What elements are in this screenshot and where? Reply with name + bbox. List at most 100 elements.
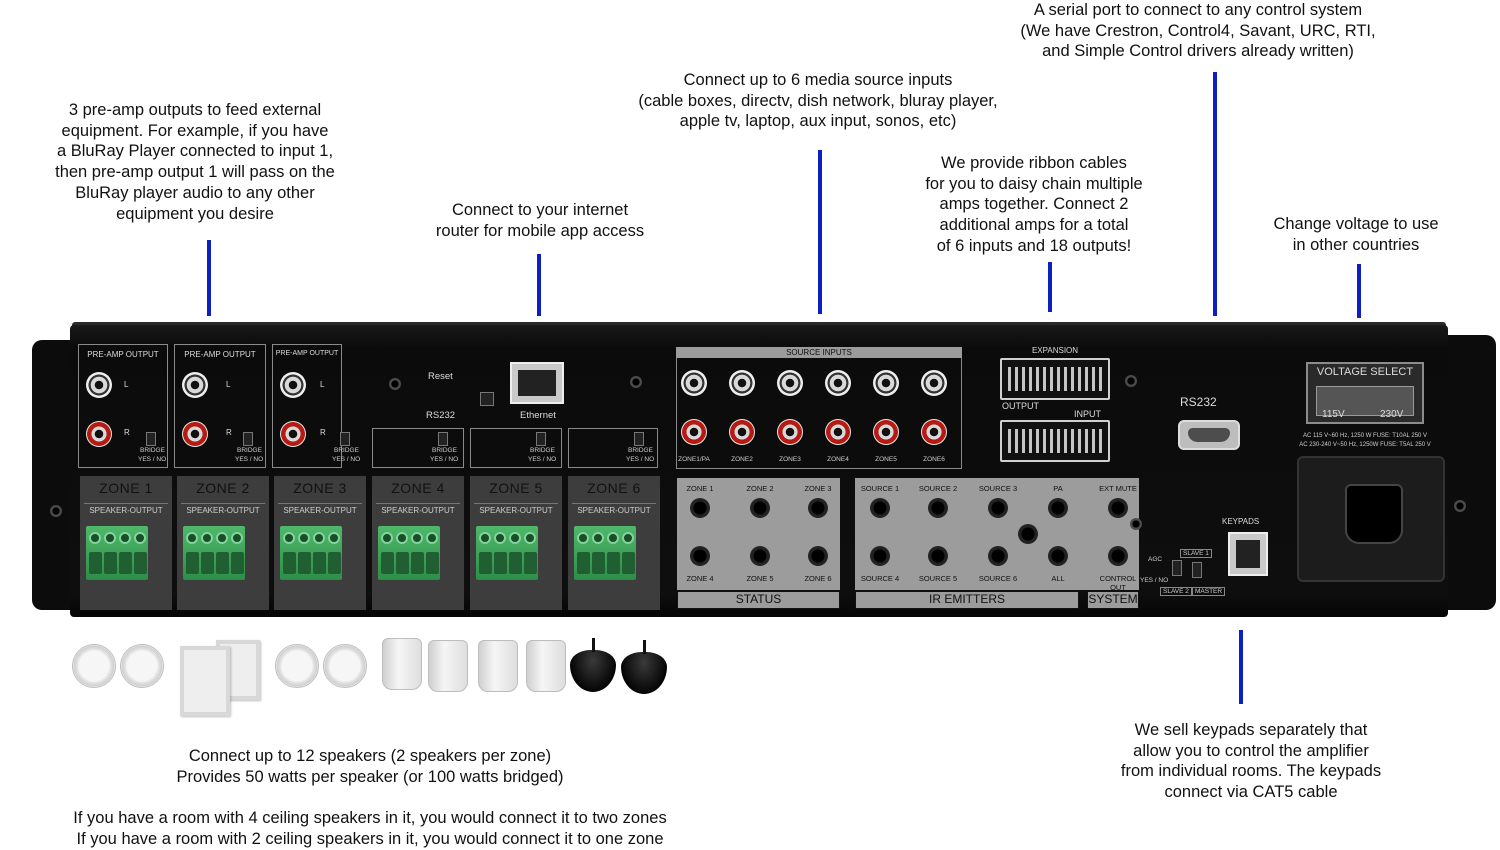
source-1-left-jack[interactable] [681,370,707,396]
source-6-left-jack[interactable] [921,370,947,396]
speaker-terminal-block[interactable] [183,526,245,580]
reset-label: Reset [428,371,453,382]
terminal-screw[interactable] [119,532,131,544]
preamp2-right-jack[interactable] [182,421,208,447]
terminal-screw[interactable] [313,532,325,544]
terminal-screw[interactable] [216,532,228,544]
ir-emitter-jack[interactable] [870,498,890,518]
bridge-switch[interactable] [146,432,156,446]
source-5-left-jack[interactable] [873,370,899,396]
terminal-screw[interactable] [607,532,619,544]
source-3-right-jack[interactable] [777,419,803,445]
status-jack[interactable] [808,498,828,518]
system-ext-mute-jack[interactable] [1108,498,1128,518]
terminal-slot [509,552,522,574]
status-jack[interactable] [690,546,710,566]
terminal-screw[interactable] [186,532,198,544]
bridge-yes-no-label: YES / NO [626,456,655,463]
terminal-screw[interactable] [231,532,243,544]
expansion-input-port[interactable] [1000,420,1110,462]
source-5-right-jack[interactable] [873,419,899,445]
preamp3-right-jack[interactable] [280,421,306,447]
preamp-box-3 [272,344,342,468]
expansion-output-port[interactable] [1000,358,1110,400]
bridge-switch[interactable] [340,432,350,446]
ethernet-port[interactable] [510,362,564,404]
speaker-terminal-block[interactable] [86,526,148,580]
terminal-screw[interactable] [577,532,589,544]
source-3-left-jack[interactable] [777,370,803,396]
system-all-jack[interactable] [1048,546,1068,566]
terminal-screw[interactable] [381,532,393,544]
bridge-switch[interactable] [438,432,448,446]
preamp3-left-jack[interactable] [280,372,306,398]
terminal-screw[interactable] [298,532,310,544]
zone-title: ZONE 5 [489,480,543,496]
rs232-ethernet-switch[interactable] [480,392,494,406]
terminal-screw[interactable] [524,532,536,544]
bridge-switch[interactable] [536,432,546,446]
keypads-port[interactable] [1228,532,1268,576]
agc-switch[interactable] [1172,560,1182,576]
preamp-label-1: PRE-AMP OUTPUT [87,350,159,359]
source-input-label: ZONE2 [731,456,753,463]
source-4-left-jack[interactable] [825,370,851,396]
internet-pointer [537,254,541,316]
zone-title: ZONE 1 [99,480,153,496]
rs232-port[interactable] [1178,420,1240,450]
terminal-screw[interactable] [509,532,521,544]
ir-emitter-jack[interactable] [870,546,890,566]
preamp2-left-jack[interactable] [182,372,208,398]
terminal-screw[interactable] [426,532,438,544]
bridge-switch[interactable] [634,432,644,446]
system-pa-jack[interactable] [1048,498,1068,518]
ir-extra-jack[interactable] [1018,524,1038,544]
screw-hole [1130,518,1142,530]
ir-emitter-jack[interactable] [928,498,948,518]
terminal-screw[interactable] [104,532,116,544]
terminal-screw[interactable] [622,532,634,544]
terminal-screw[interactable] [494,532,506,544]
speaker-terminal-block[interactable] [280,526,342,580]
bridge-switch[interactable] [243,432,253,446]
status-jack[interactable] [750,546,770,566]
preamp1-left-jack[interactable] [86,372,112,398]
status-jack[interactable] [750,498,770,518]
terminal-screw[interactable] [89,532,101,544]
source-4-right-jack[interactable] [825,419,851,445]
voltage-115-label: 115V [1322,409,1345,420]
terminal-screw[interactable] [134,532,146,544]
status-jack[interactable] [808,546,828,566]
terminal-screw[interactable] [479,532,491,544]
preamp1-right-jack[interactable] [86,421,112,447]
terminal-screw[interactable] [328,532,340,544]
screw-hole [389,378,401,390]
speaker-terminal-block[interactable] [476,526,538,580]
terminal-screw[interactable] [411,532,423,544]
master-slave-switch[interactable] [1192,562,1202,578]
terminal-screw[interactable] [592,532,604,544]
source-2-right-jack[interactable] [729,419,755,445]
system-control-out-jack-label: CONTROL OUT [1099,574,1137,592]
speaker-terminal-block[interactable] [574,526,636,580]
power-inlet[interactable] [1297,456,1445,582]
status-jack[interactable] [690,498,710,518]
ir-emitter-jack[interactable] [928,546,948,566]
terminal-screw[interactable] [283,532,295,544]
bookshelf-speaker [428,640,468,692]
source-6-right-jack[interactable] [921,419,947,445]
zone-title: ZONE 6 [587,480,641,496]
system-control-out-jack[interactable] [1108,546,1128,566]
speaker-terminal-block[interactable] [378,526,440,580]
source-inputs-label: SOURCE INPUTS [786,348,852,357]
ir-emitter-jack[interactable] [988,546,1008,566]
ir-emitter-jack[interactable] [988,498,1008,518]
terminal-screw[interactable] [201,532,213,544]
source-1-right-jack[interactable] [681,419,707,445]
voltage-switch[interactable] [1316,386,1414,416]
source-2-left-jack[interactable] [729,370,755,396]
speaker-output-label: SPEAKER-OUTPUT [278,503,362,515]
terminal-screw[interactable] [396,532,408,544]
screw-hole [50,505,62,517]
